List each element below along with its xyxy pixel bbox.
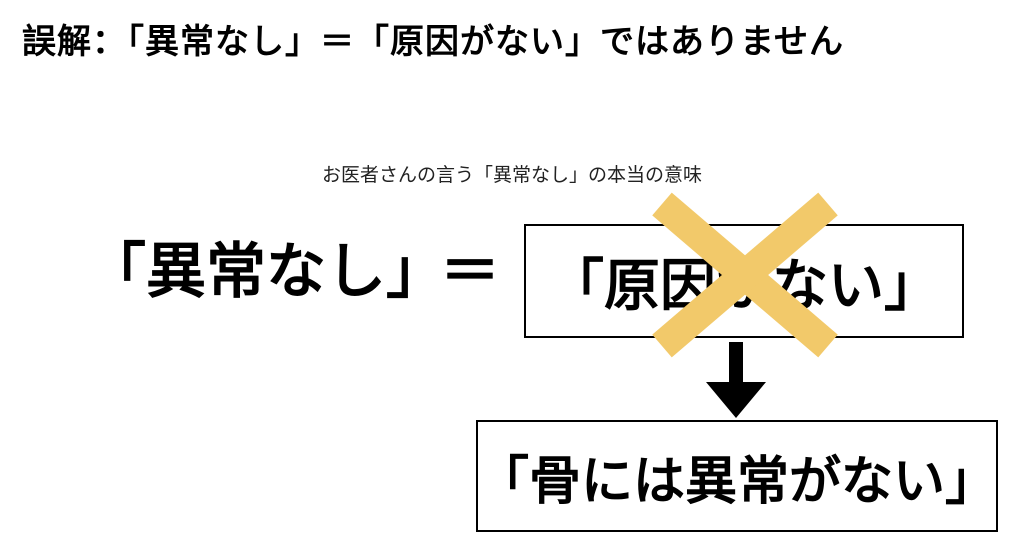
crossed-term: 「原因がない」 (548, 253, 940, 319)
equals-sign: ＝ (440, 237, 500, 307)
true-meaning-box: 「骨には異常がない」 (476, 420, 998, 532)
arrow-down-icon (706, 342, 766, 418)
headline: 誤解：「異常なし」＝「原因がない」ではありません (22, 22, 844, 62)
true-meaning: 「骨には異常がない」 (477, 451, 998, 512)
crossed-term-box: 「原因がない」 (524, 224, 964, 338)
left-term: 「異常なし」 (86, 237, 446, 307)
subtitle: お医者さんの言う「異常なし」の本当の意味 (321, 164, 702, 186)
